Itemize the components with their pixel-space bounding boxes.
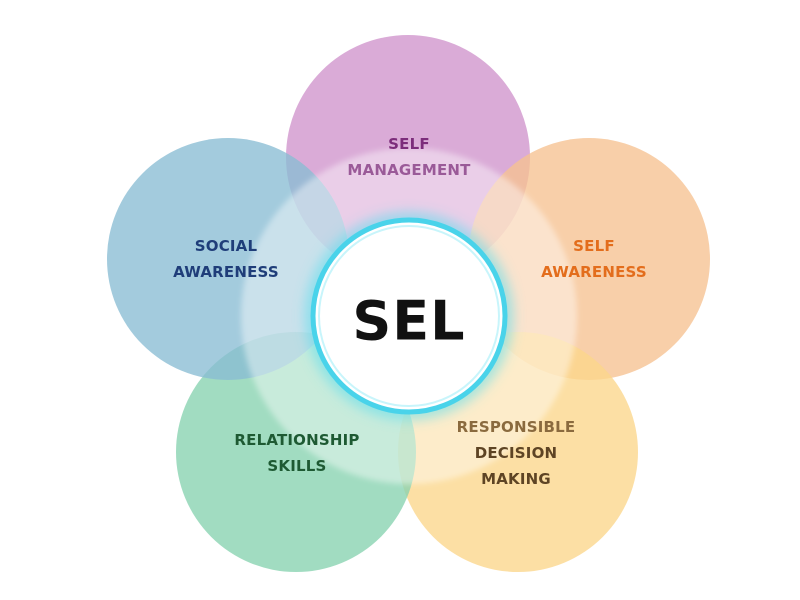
label-line: RELATIONSHIP bbox=[234, 431, 360, 449]
label-line: SELF bbox=[573, 237, 615, 255]
label-responsible-decision-making: RESPONSIBLE DECISION MAKING bbox=[457, 414, 576, 492]
label-self-awareness: SELF AWARENESS bbox=[541, 233, 647, 285]
label-line: SKILLS bbox=[267, 457, 327, 475]
label-line: MAKING bbox=[481, 470, 551, 488]
label-relationship-skills: RELATIONSHIP SKILLS bbox=[234, 427, 359, 479]
center-ring-inner bbox=[318, 225, 500, 407]
label-self-management: SELF MANAGEMENT bbox=[347, 131, 470, 183]
label-line: RESPONSIBLE bbox=[456, 418, 576, 436]
label-line: DECISION bbox=[474, 444, 558, 462]
label-line: SOCIAL bbox=[194, 237, 258, 255]
label-line: AWARENESS bbox=[541, 263, 647, 281]
center-label: SEL bbox=[352, 289, 466, 353]
label-line: SELF bbox=[388, 135, 430, 153]
label-line: MANAGEMENT bbox=[347, 161, 471, 179]
center-ring bbox=[310, 217, 508, 415]
label-line: AWARENESS bbox=[173, 263, 279, 281]
label-social-awareness: SOCIAL AWARENESS bbox=[173, 233, 279, 285]
